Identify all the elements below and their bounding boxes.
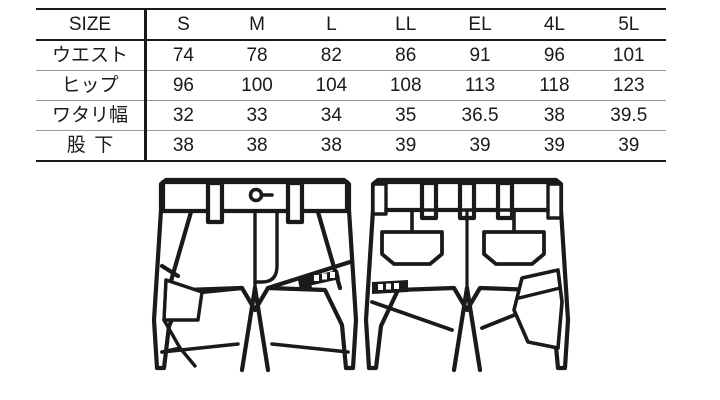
back-cargo-pocket-right [512,268,564,350]
cell-waist-4l: 96 [517,40,592,71]
back-left-hem-seam [370,300,454,332]
belt-loop-back-right [495,180,515,221]
front-left-knee-seam [199,285,245,295]
cell-waist-l: 82 [294,40,369,71]
row-label-inseam: 股下 [36,130,147,162]
cell-thigh-s: 32 [145,100,220,131]
shorts-back-illustration [363,177,571,373]
waist-button-icon [248,187,264,203]
column-header-m: M [219,9,295,41]
back-cargo-pocket-right-flap [517,286,562,300]
waist-tab-right [546,182,563,220]
front-crotch-seam [239,285,258,373]
cell-inseam-m: 38 [219,130,295,162]
column-header-el: EL [442,9,518,41]
table-row: ヒップ 96 100 104 108 113 118 123 [36,70,666,101]
zipper-teeth [314,272,335,281]
column-header-s: S [145,9,220,41]
column-header-5l: 5L [591,9,666,41]
shorts-front-illustration [151,177,359,373]
cell-hip-m: 100 [219,70,295,101]
cell-waist-s: 74 [145,40,220,71]
cell-thigh-ll: 35 [368,100,443,131]
cell-hip-s: 96 [145,70,220,101]
cell-waist-el: 91 [442,40,518,71]
back-zipper-tab-left [372,280,408,294]
front-zipper-pocket-right [298,270,340,290]
front-right-thigh-seam [265,259,353,291]
zipper-pull-icon [298,276,312,290]
cell-inseam-el: 39 [442,130,518,162]
row-label-hip: ヒップ [36,70,147,101]
front-fly-curve [253,210,279,284]
cell-hip-l: 104 [294,70,369,101]
belt-loop-back-left [419,180,439,221]
back-crotch-seam-left [451,285,470,373]
front-right-hem-seam [270,342,350,354]
column-header-4l: 4L [517,9,592,41]
cell-inseam-4l: 39 [517,130,592,162]
front-left-panel-seam [159,263,181,279]
size-table-body: SIZE S M L LL EL 4L 5L ウエスト 74 78 82 86 … [36,9,666,162]
table-row: ウエスト 74 78 82 86 91 96 101 [36,40,666,71]
waist-tab-left [371,182,388,216]
cell-inseam-l: 38 [294,130,369,162]
cell-waist-ll: 86 [368,40,443,71]
row-label-waist: ウエスト [36,40,147,71]
cell-thigh-4l: 38 [517,100,592,131]
size-chart: SIZE S M L LL EL 4L 5L ウエスト 74 78 82 86 … [36,8,666,162]
cell-hip-ll: 108 [368,70,443,101]
column-header-l: L [294,9,369,41]
cell-thigh-el: 36.5 [442,100,518,131]
table-row: ワタリ幅 32 33 34 35 36.5 38 39.5 [36,100,666,131]
cell-thigh-5l: 39.5 [591,100,666,131]
cell-hip-4l: 118 [517,70,592,101]
front-cargo-pocket-left-flap [162,278,168,322]
cell-waist-m: 78 [219,40,295,71]
back-pocket-right [482,230,546,266]
front-left-hem-seam [160,342,240,354]
size-table-header-row: SIZE S M L LL EL 4L 5L [36,9,666,41]
front-crotch-seam-right [252,285,271,373]
cell-hip-el: 113 [442,70,518,101]
cell-inseam-ll: 39 [368,130,443,162]
cell-hip-5l: 123 [591,70,666,101]
column-header-ll: LL [368,9,443,41]
cell-inseam-5l: 39 [591,130,666,162]
front-left-yoke-seam [166,209,194,291]
garment-illustrations [0,170,720,400]
cell-waist-5l: 101 [591,40,666,71]
size-table: SIZE S M L LL EL 4L 5L ウエスト 74 78 82 86 … [36,8,666,162]
zipper-teeth-back [378,283,399,290]
cell-inseam-s: 38 [145,130,220,162]
back-pocket-left [380,230,444,266]
cell-thigh-m: 33 [219,100,295,131]
table-row: 股下 38 38 38 39 39 39 39 [36,130,666,162]
belt-loop-left [205,180,225,225]
column-header-size: SIZE [36,9,147,41]
belt-loop-right [285,180,305,225]
back-crotch-seam-right [464,285,483,373]
row-label-thigh-width: ワタリ幅 [36,100,147,131]
cell-thigh-l: 34 [294,100,369,131]
